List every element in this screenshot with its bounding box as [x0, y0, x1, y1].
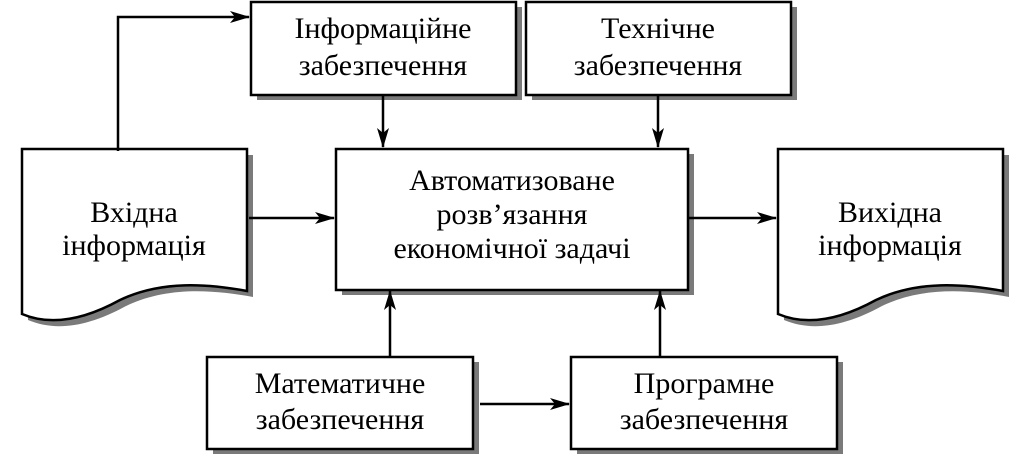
tech-support-line2: забезпечення — [574, 49, 743, 82]
info-support-block: Інформаційне забезпечення — [249, 0, 522, 100]
input-info-block: Вхідна інформація — [20, 147, 253, 327]
program-support-line1: Програмне — [634, 367, 775, 400]
math-support-line2: забезпечення — [256, 403, 425, 436]
math-support-block: Математичне забезпечення — [205, 355, 479, 454]
automated-solution-line1: Автоматизоване — [409, 164, 615, 197]
automated-solution-line3: економічної задачі — [393, 232, 630, 265]
automated-solution-block: Автоматизоване розв’язання економічної з… — [334, 147, 694, 295]
input-info-line1: Вхідна — [90, 196, 178, 229]
input-info-line2: інформація — [62, 229, 206, 262]
output-info-line1: Вихідна — [838, 196, 942, 229]
program-support-line2: забезпечення — [620, 403, 789, 436]
arrow-input-to-info-support — [116, 11, 250, 151]
tech-support-line1: Технічне — [601, 12, 715, 45]
info-support-line1: Інформаційне — [295, 12, 472, 45]
program-support-block: Програмне забезпечення — [569, 355, 843, 454]
automated-solution-line2: розв’язання — [437, 198, 588, 231]
math-support-line1: Математичне — [255, 367, 426, 400]
output-info-block: Вихідна інформація — [776, 147, 1009, 327]
output-info-line2: інформація — [818, 229, 962, 262]
info-support-line2: забезпечення — [299, 49, 468, 82]
tech-support-block: Технічне забезпечення — [524, 0, 797, 100]
